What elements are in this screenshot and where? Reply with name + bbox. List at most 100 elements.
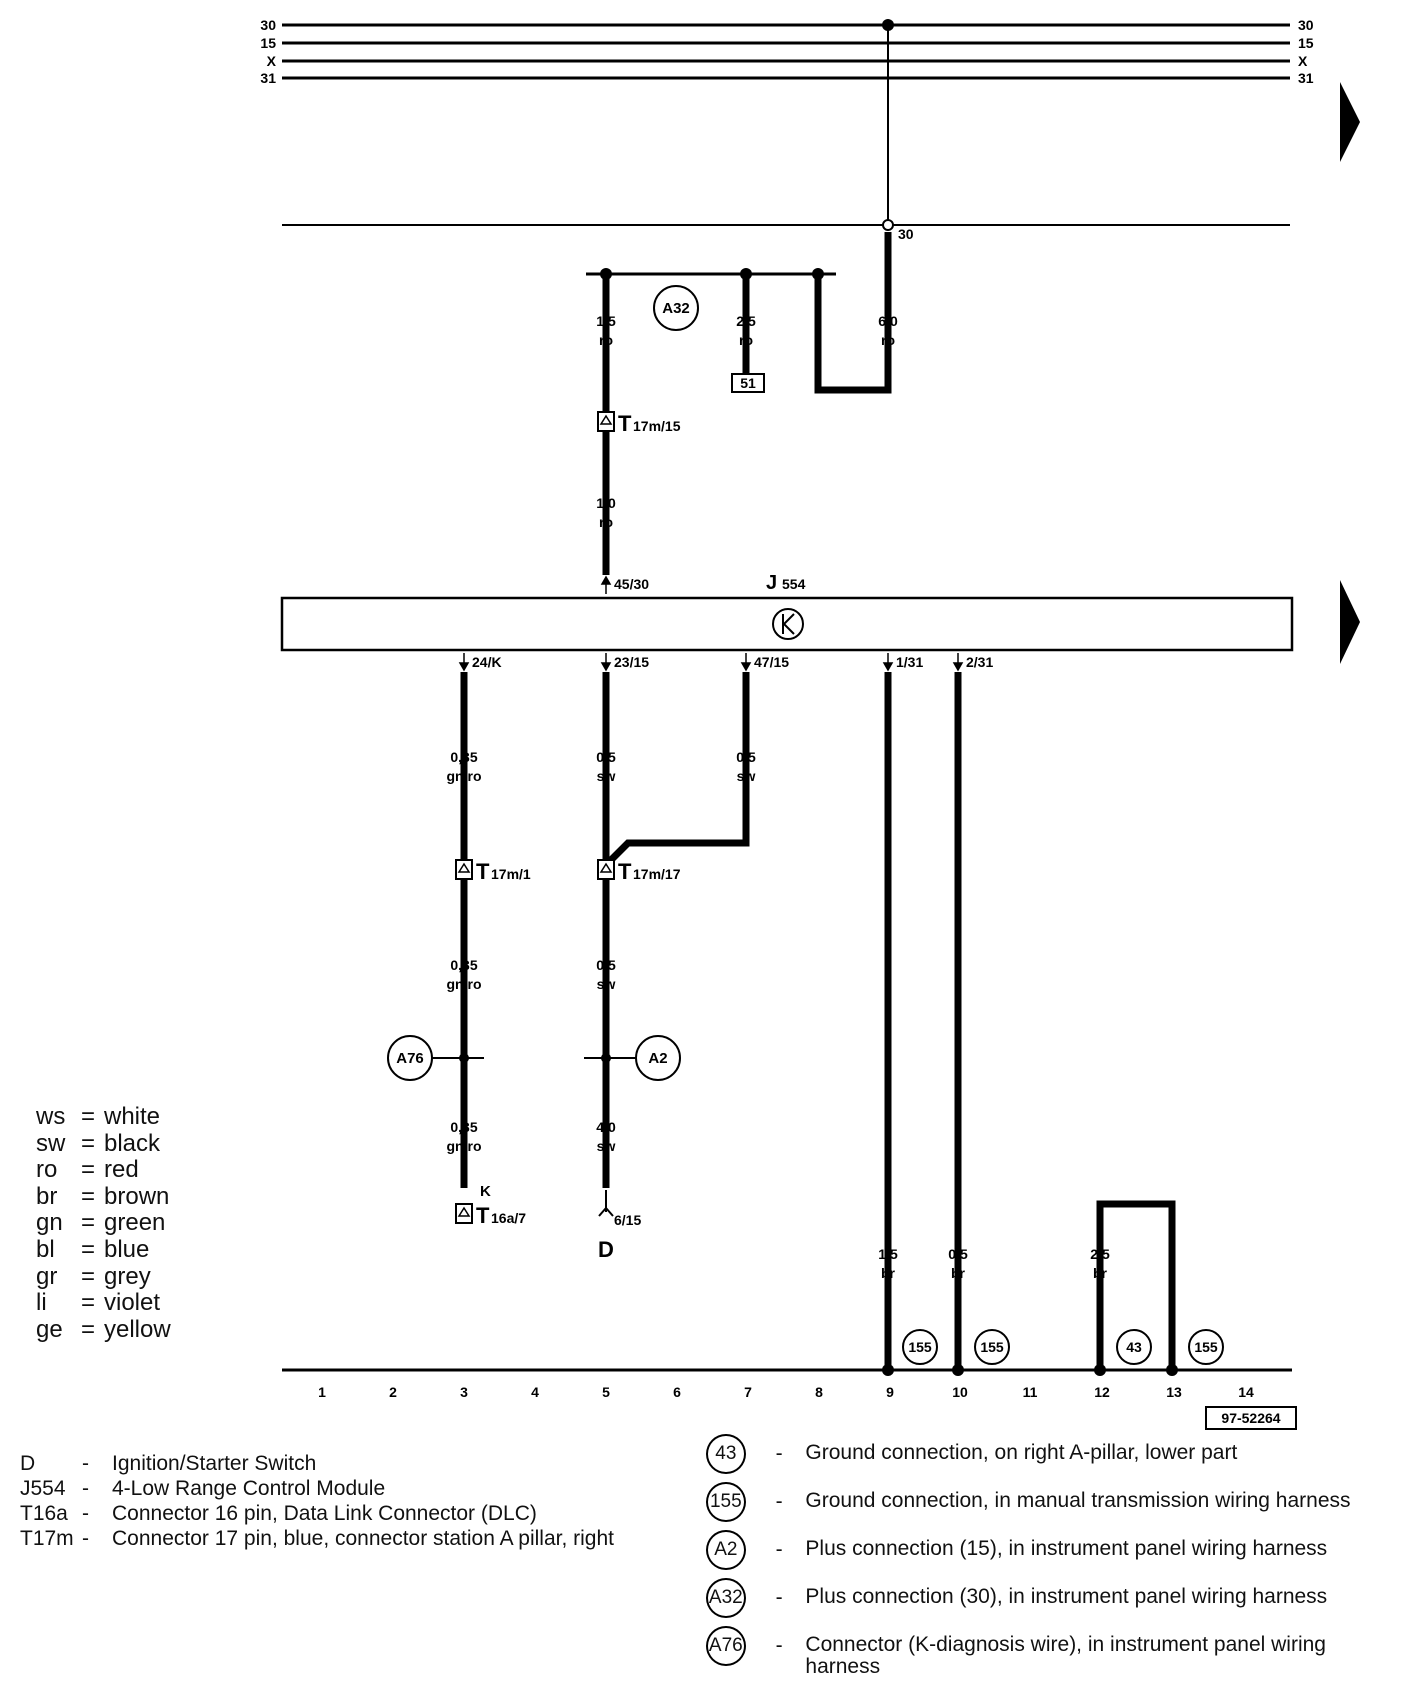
a2-connection: A2 xyxy=(584,1035,681,1081)
rail-label-left-30: 30 xyxy=(260,17,276,33)
svg-text:T: T xyxy=(618,859,632,884)
wire-w3-color: ro xyxy=(881,332,895,348)
wire-w2-size: 2,5 xyxy=(736,313,756,329)
legend-row: li=violet xyxy=(36,1289,161,1317)
pin-47-15: 47/15 xyxy=(754,654,789,670)
svg-text:A32: A32 xyxy=(662,300,690,317)
rail-label-right-15: 15 xyxy=(1298,35,1314,51)
wire-w12-size: 1,5 xyxy=(878,1246,898,1262)
wire-w7-color: sw xyxy=(737,768,756,784)
svg-text:17m/17: 17m/17 xyxy=(633,866,681,882)
d-terminal: 6/15 D xyxy=(598,1190,641,1262)
node-label-30: 30 xyxy=(898,226,914,242)
wire-w14-color: br xyxy=(1093,1265,1108,1281)
pin-23-15: 23/15 xyxy=(614,654,649,670)
connector-t17m-15: T 17m/15 xyxy=(597,411,681,436)
wire-w6-size: 0,5 xyxy=(596,749,616,765)
legend-row: ge=yellow xyxy=(36,1315,171,1343)
wire-w8-size: 0,35 xyxy=(450,957,477,973)
ground-155-a: 155 xyxy=(902,1329,938,1365)
wire-w9-color: sw xyxy=(597,976,616,992)
junction-open xyxy=(882,219,894,231)
svg-text:16a/7: 16a/7 xyxy=(491,1210,526,1226)
legend-row: gr=grey xyxy=(36,1262,151,1290)
svg-text:43: 43 xyxy=(1126,1339,1142,1355)
ground-155-c: 155 xyxy=(1188,1329,1224,1365)
svg-text:17m/15: 17m/15 xyxy=(633,418,681,434)
track-10: 10 xyxy=(952,1384,968,1400)
rail-label-left-15: 15 xyxy=(260,35,276,51)
j554-module: J 554 xyxy=(280,572,1294,652)
track-5: 5 xyxy=(602,1384,610,1400)
track-7: 7 xyxy=(744,1384,752,1400)
svg-text:155: 155 xyxy=(980,1339,1004,1355)
svg-text:17m/1: 17m/1 xyxy=(491,866,531,882)
connection-row: A2 - Plus connection (15), in instrument… xyxy=(700,1530,1400,1570)
rail-label-right-x: X xyxy=(1298,53,1308,69)
track-8: 8 xyxy=(815,1384,823,1400)
connector-t17m-17: T 17m/17 xyxy=(597,859,681,884)
k-label: K xyxy=(480,1183,491,1200)
svg-text:T: T xyxy=(476,859,490,884)
component-row: T16a-Connector 16 pin, Data Link Connect… xyxy=(20,1502,537,1525)
wire-w5-color: gn/ro xyxy=(447,768,482,784)
wire-w9-size: 0,5 xyxy=(596,957,616,973)
legend-row: bl=blue xyxy=(36,1235,150,1263)
track-12: 12 xyxy=(1094,1384,1110,1400)
legend-row: sw=black xyxy=(36,1129,161,1157)
page-continue-arrow-module xyxy=(1340,580,1360,664)
wire-w10-color: gn/ro xyxy=(447,1138,482,1154)
wire-w10-size: 0,35 xyxy=(450,1119,477,1135)
svg-text:T: T xyxy=(618,411,632,436)
pin-45-30: 45/30 xyxy=(614,576,649,592)
svg-text:T: T xyxy=(476,1203,490,1228)
wire-w2-color: ro xyxy=(739,332,753,348)
svg-text:97-52264: 97-52264 xyxy=(1221,1410,1280,1426)
wire-w1-size: 1,5 xyxy=(596,313,616,329)
track-13: 13 xyxy=(1166,1384,1182,1400)
track-3: 3 xyxy=(460,1384,468,1400)
wire-w7-size: 0,5 xyxy=(736,749,756,765)
component-row: T17m-Connector 17 pin, blue, connector s… xyxy=(20,1527,614,1550)
wire-w14-size: 2,5 xyxy=(1090,1246,1110,1262)
wire-w13-color: br xyxy=(951,1265,966,1281)
connector-t17m-1: T 17m/1 xyxy=(455,859,531,884)
component-list: D-Ignition/Starter Switch J554-4-Low Ran… xyxy=(20,1452,700,1552)
rail-label-right-30: 30 xyxy=(1298,17,1314,33)
wire-w4-size: 1,0 xyxy=(596,495,616,511)
legend-row: ws=white xyxy=(36,1103,161,1130)
legend-row: br=brown xyxy=(36,1182,170,1210)
svg-text:A2: A2 xyxy=(648,1050,667,1067)
wire-w5-size: 0,35 xyxy=(450,749,477,765)
svg-text:155: 155 xyxy=(1194,1339,1218,1355)
rail-label-left-x: X xyxy=(267,53,277,69)
rail-label-right-31: 31 xyxy=(1298,70,1314,86)
connection-row: 155 - Ground connection, in manual trans… xyxy=(700,1482,1400,1522)
legend-row: ro=red xyxy=(36,1156,139,1184)
track-6: 6 xyxy=(673,1384,681,1400)
a32-distribution xyxy=(586,232,892,575)
wire-w3-size: 6,0 xyxy=(878,313,898,329)
rail-label-left-31: 31 xyxy=(260,70,276,86)
track-4: 4 xyxy=(531,1384,539,1400)
wire-w11-color: sw xyxy=(597,1138,616,1154)
d-label: D xyxy=(598,1237,614,1262)
track-14: 14 xyxy=(1238,1384,1254,1400)
wire-w12-color: br xyxy=(881,1265,896,1281)
pin-24-k: 24/K xyxy=(472,654,502,670)
track-numbers: 1 2 3 4 5 6 7 8 9 10 11 12 13 14 xyxy=(318,1384,1254,1400)
track-11: 11 xyxy=(1023,1384,1038,1400)
pin-2-31: 2/31 xyxy=(966,654,993,670)
color-legend: ws=white sw=black ro=red br=brown gn=gre… xyxy=(36,1103,171,1343)
page-continue-arrow-top xyxy=(1340,82,1360,162)
junction-dot xyxy=(882,19,894,31)
component-row: D-Ignition/Starter Switch xyxy=(20,1452,317,1475)
track-1: 1 xyxy=(318,1384,326,1400)
terminal-box-51: 51 xyxy=(731,373,765,393)
supply-rails xyxy=(282,23,1290,80)
wire-w4-color: ro xyxy=(599,514,613,530)
track-2: 2 xyxy=(389,1384,397,1400)
svg-text:155: 155 xyxy=(908,1339,932,1355)
track-9: 9 xyxy=(886,1384,894,1400)
